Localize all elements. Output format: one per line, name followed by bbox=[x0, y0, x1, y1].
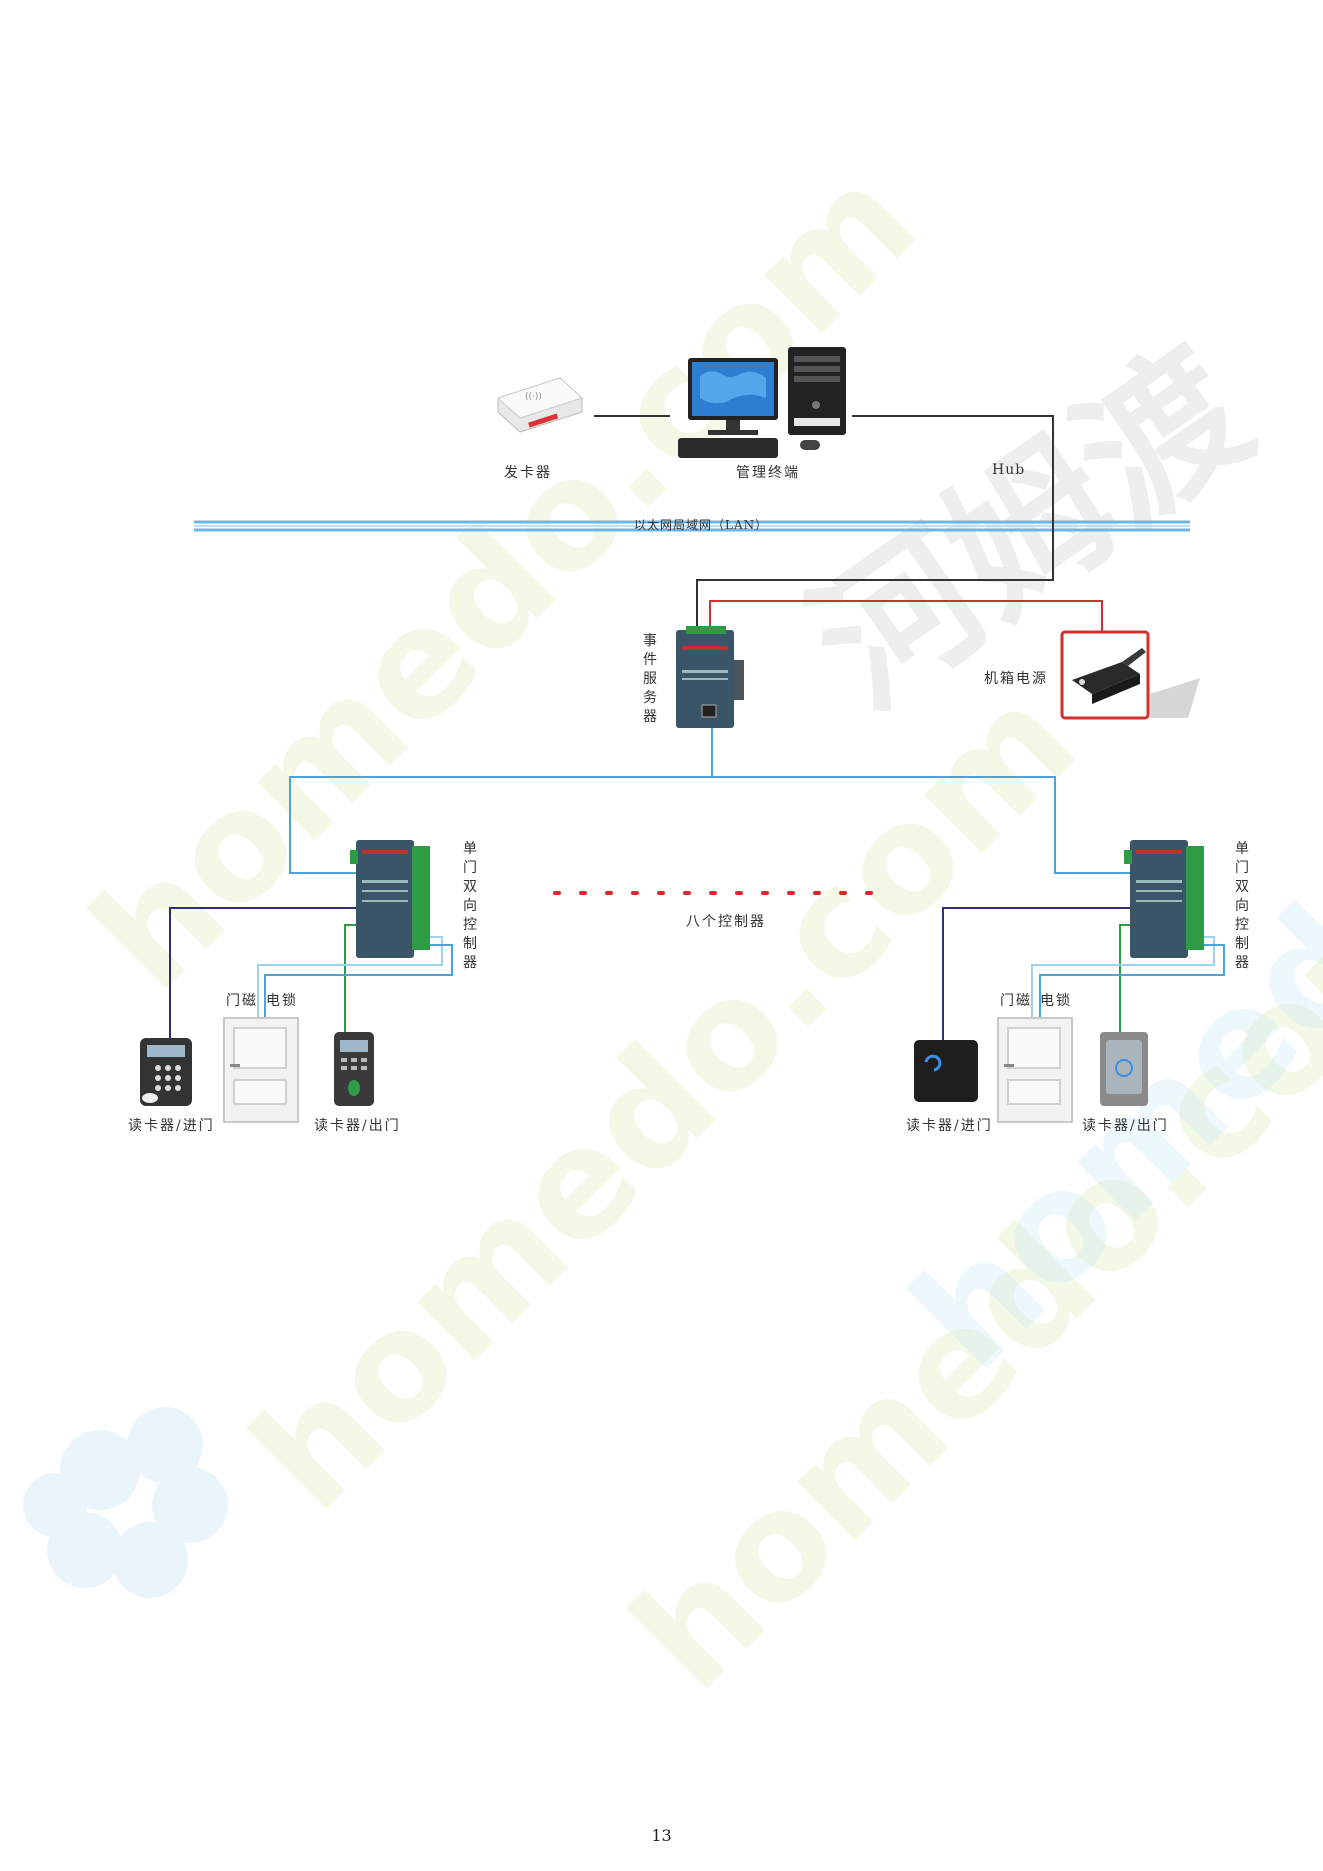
page-number: 13 bbox=[651, 1826, 672, 1845]
watermark-flower-icon bbox=[23, 1407, 228, 1598]
mgmt-terminal-label: 管理终端 bbox=[736, 465, 800, 481]
wire-terminal-hub bbox=[696, 415, 1054, 630]
bus-right-branch bbox=[712, 776, 1130, 874]
left-door-icon bbox=[223, 1017, 299, 1123]
left-reader-in-label: 读卡器/进门 bbox=[128, 1118, 215, 1134]
left-fingerprint-reader-icon bbox=[334, 1032, 374, 1106]
bus-left-branch bbox=[289, 776, 712, 874]
eight-controllers-label: 八个控制器 bbox=[686, 914, 766, 930]
wire-right-reader-in bbox=[942, 907, 1131, 1040]
event-server-label: 事件服务器 bbox=[643, 633, 657, 725]
right-reader-in-label: 读卡器/进门 bbox=[906, 1118, 993, 1134]
left-door-contact-label: 门磁 bbox=[226, 993, 258, 1009]
right-card-reader-icon bbox=[914, 1040, 978, 1102]
cabinet-power-label: 机箱电源 bbox=[984, 671, 1048, 687]
right-lock-label: 电锁 bbox=[1040, 993, 1072, 1009]
svg-text:((·)): ((·)) bbox=[525, 392, 542, 402]
management-terminal-icon bbox=[678, 347, 846, 458]
lan-label: 以太网局域网（LAN） bbox=[634, 518, 769, 532]
left-keypad-reader-icon bbox=[140, 1038, 192, 1106]
lan-line bbox=[194, 520, 1190, 532]
wire-left-door-contact bbox=[257, 936, 443, 1018]
left-reader-out-label: 读卡器/出门 bbox=[314, 1118, 401, 1134]
left-lock-label: 电锁 bbox=[266, 993, 298, 1009]
wire-left-reader-in bbox=[169, 907, 358, 1040]
left-controller-icon bbox=[350, 840, 430, 958]
wire-right-lock bbox=[1039, 944, 1225, 1018]
left-controller-label: 单门双向控制器 bbox=[463, 841, 477, 971]
right-exit-reader-icon bbox=[1100, 1032, 1148, 1106]
right-reader-out-label: 读卡器/出门 bbox=[1082, 1118, 1169, 1134]
event-server-icon bbox=[676, 626, 744, 728]
wire-right-door-contact bbox=[1031, 936, 1215, 1018]
right-controller-icon bbox=[1124, 840, 1204, 958]
hub-label: Hub bbox=[992, 462, 1026, 478]
right-door-contact-label: 门磁 bbox=[1000, 993, 1032, 1009]
wire-server-power bbox=[709, 600, 1103, 632]
right-door-icon bbox=[997, 1017, 1073, 1123]
wire-left-lock bbox=[264, 944, 453, 1018]
card-issuer-icon: ((·)) bbox=[497, 377, 583, 433]
card-issuer-label: 发卡器 bbox=[504, 465, 552, 481]
right-controller-label: 单门双向控制器 bbox=[1235, 841, 1249, 971]
cabinet-power-icon bbox=[1060, 630, 1200, 720]
